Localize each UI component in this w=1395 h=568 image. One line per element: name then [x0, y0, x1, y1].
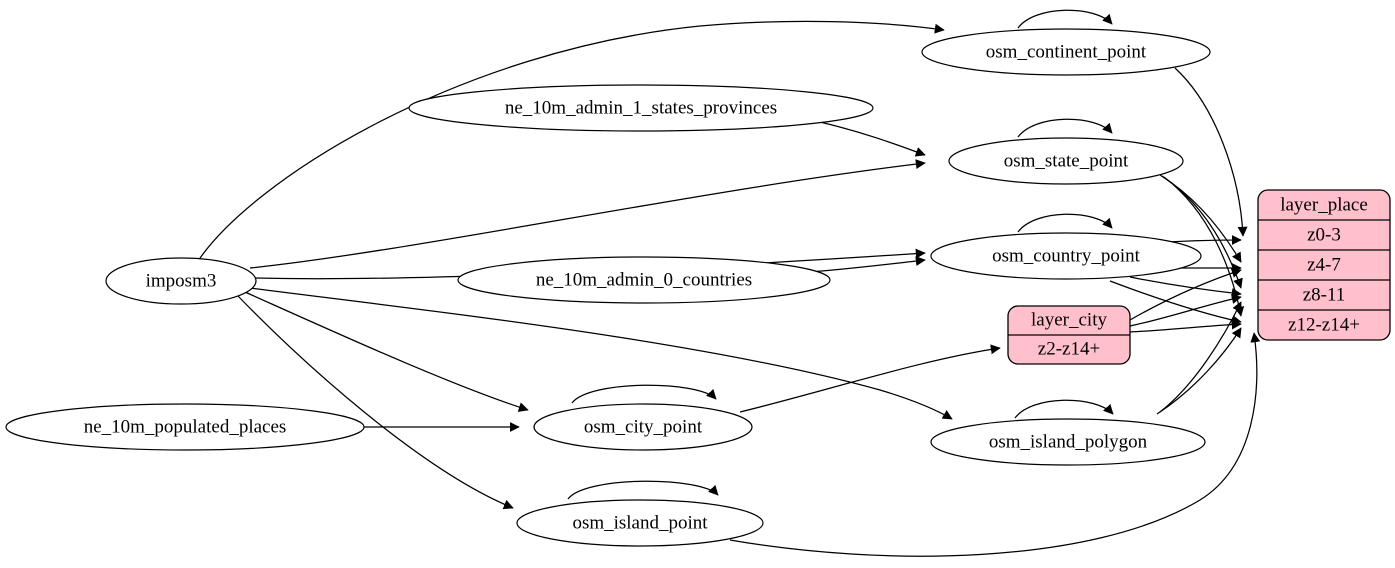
- edge-osm-island-polygon-to-layer-place-z12-z14: [1156, 327, 1242, 415]
- node-osm-city-point[interactable]: osm_city_point: [533, 403, 753, 451]
- edge-imposm3-to-osm-island-point: [237, 295, 514, 510]
- edge-osm-country-point-to-layer-place-z8-11: [1129, 276, 1242, 298]
- edge-ne-states-to-osm-state-point: [819, 121, 926, 157]
- edge-osm-country-point-to-layer-place-z12-z14: [1109, 280, 1242, 325]
- edge-osm-island-polygon-to-layer-place-z8-11: [1159, 301, 1242, 413]
- edge-imposm3-to-osm-city-point: [244, 291, 529, 412]
- selfloop-osm-city-point: [571, 384, 717, 404]
- edges-group: [195, 9, 1261, 557]
- selfloop-osm-country-point: [1017, 213, 1113, 233]
- edge-imposm3-to-osm-state-point: [249, 159, 926, 269]
- node-osm-island-polygon[interactable]: osm_island_polygon: [930, 418, 1206, 466]
- selfloop-osm-island-polygon: [1014, 399, 1114, 419]
- node-ne-10m-admin-0-countries[interactable]: ne_10m_admin_0_countries: [457, 256, 831, 304]
- selfloop-osm-state-point: [1017, 118, 1113, 138]
- edge-layer-city-to-layer-place-z12-z14: [1129, 319, 1242, 333]
- edge-osm-island-point-to-layer-place-z12-z14: [729, 332, 1261, 557]
- node-imposm3[interactable]: imposm3: [105, 257, 257, 305]
- node-osm-continent-point[interactable]: osm_continent_point: [921, 28, 1211, 76]
- selfloop-osm-island-point: [567, 480, 719, 500]
- node-ne-10m-admin-1-states-provinces[interactable]: ne_10m_admin_1_states_provinces: [408, 84, 874, 132]
- layer-city-record[interactable]: layer_city z2-z14+: [1007, 305, 1131, 365]
- edge-imposm3-to-osm-continent-point: [195, 20, 945, 265]
- edge-layer-city-to-layer-place-z4-7: [1129, 268, 1242, 321]
- selfloop-osm-continent-point: [1017, 9, 1113, 29]
- edge-layer-city-to-layer-place-z8-11: [1129, 294, 1242, 327]
- edge-osm-city-point-to-layer-city: [739, 344, 1001, 413]
- edge-osm-continent-point-to-layer-place-z0-3: [1174, 67, 1248, 237]
- edge-ne-countries-to-osm-country-point: [809, 256, 926, 273]
- layer-place-record[interactable]: layer_place z0-3 z4-7 z8-11 z12-z14+: [1257, 189, 1391, 341]
- node-ne-10m-populated-places[interactable]: ne_10m_populated_places: [5, 403, 365, 451]
- node-osm-state-point[interactable]: osm_state_point: [948, 137, 1184, 185]
- edge-imposm3-to-osm-island-polygon: [249, 287, 953, 420]
- node-osm-country-point[interactable]: osm_country_point: [930, 232, 1202, 280]
- node-osm-island-point[interactable]: osm_island_point: [516, 499, 764, 547]
